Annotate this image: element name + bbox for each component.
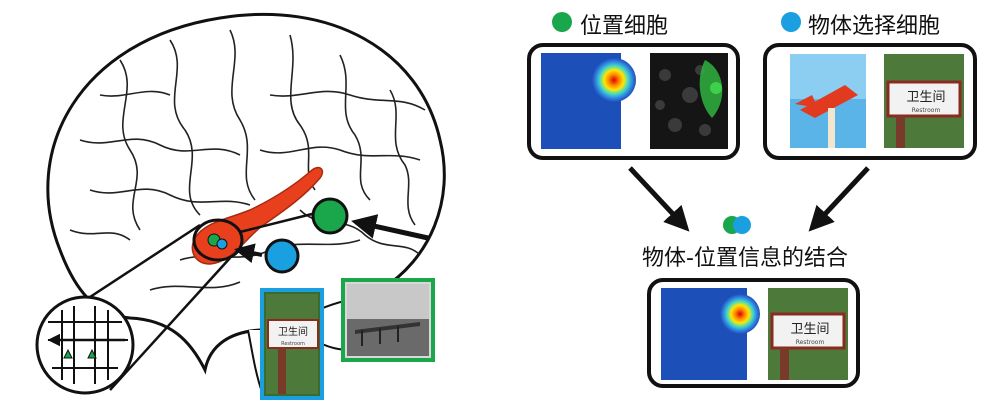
combined-panel: 卫生间 Restroom [647, 278, 860, 388]
inner-object-dot [216, 238, 228, 250]
legend-object-label: 物体选择细胞 [808, 14, 941, 39]
zoom-line-bottom [109, 257, 231, 391]
place-input-arrow [351, 214, 429, 241]
combined-label: 物体-位置信息的结合 [642, 246, 848, 271]
place-to-combined-arrow [628, 166, 690, 232]
object-input-node [264, 238, 300, 274]
legend-object-dot [781, 12, 801, 32]
circuit-zoom [35, 295, 135, 395]
sign-subtext-combined: Restroom [796, 339, 825, 346]
brain-gyri [69, 29, 426, 291]
object-to-combined-arrow [808, 166, 870, 232]
object-cell-panel: 卫生间 Restroom [763, 43, 977, 160]
place-to-hippocampus-line [239, 212, 313, 234]
legend-place-dot [552, 12, 572, 32]
sign-text-panel: 卫生间 [906, 90, 945, 105]
zoom-focus-ellipse [192, 218, 244, 262]
photo-restroom-sign: 卫生间 Restroom [260, 288, 324, 400]
sign-subtext-panel: Restroom [912, 107, 941, 114]
object-to-hippocampus-arrow [234, 243, 263, 264]
sign-subtext-small: Restroom [281, 341, 305, 347]
place-input-node [311, 197, 349, 235]
legend-place-label: 位置细胞 [580, 14, 669, 39]
combined-object-dot [733, 216, 751, 234]
sign-text-combined: 卫生间 [790, 322, 829, 337]
sign-text-small: 卫生间 [278, 325, 308, 338]
photo-pier-scene [341, 278, 435, 362]
place-cell-panel [527, 43, 740, 160]
